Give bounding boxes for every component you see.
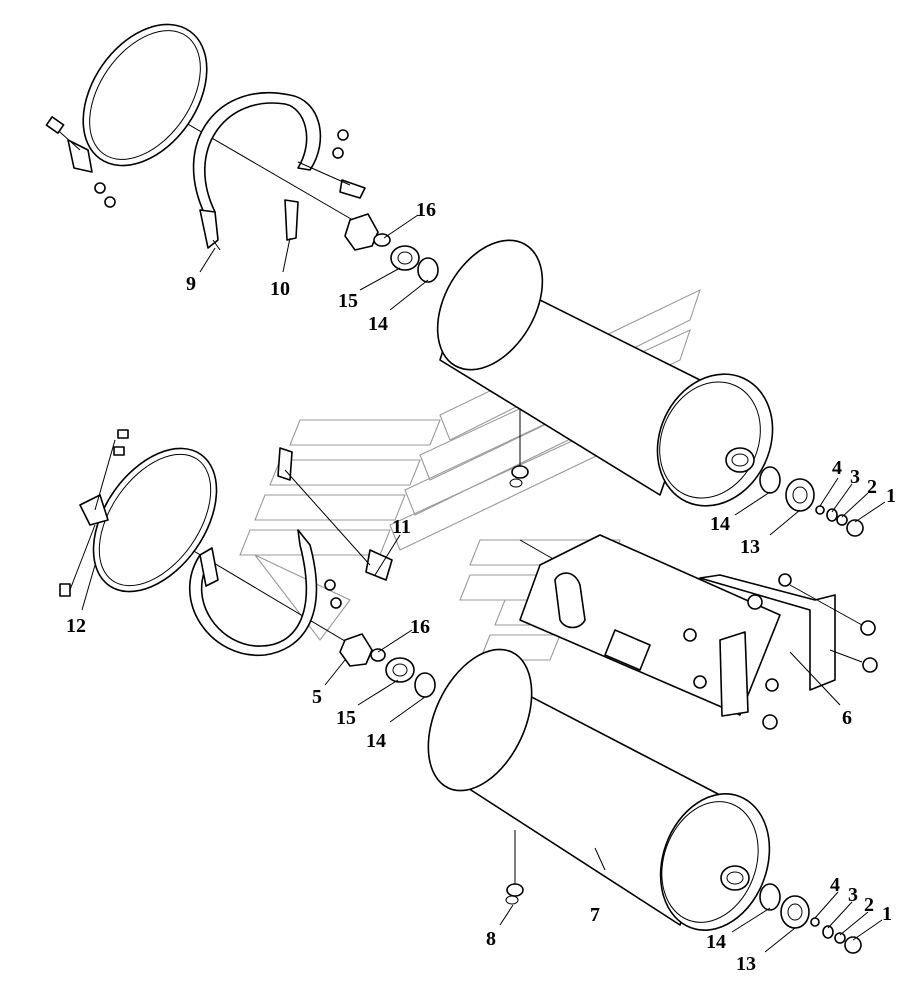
callout-1-top: 1 [886, 485, 896, 507]
callout-8: 8 [486, 928, 496, 950]
callout-2-top: 2 [867, 476, 877, 498]
clamp-band-lower-rear [189, 447, 393, 656]
callout-14-low: 14 [366, 730, 386, 752]
callout-3-top: 3 [850, 466, 860, 488]
callout-labels: 16 9 10 15 14 4 3 2 1 14 13 11 12 16 5 1… [66, 199, 896, 975]
callout-4-bot: 4 [830, 874, 840, 896]
callout-leaders [81, 214, 886, 953]
callout-4-top: 4 [832, 457, 842, 479]
callout-16-top: 16 [416, 199, 436, 221]
callout-9: 9 [186, 273, 196, 295]
drain-assembly-lower [759, 883, 862, 954]
callout-1-bot: 1 [882, 903, 892, 925]
callout-14-bot: 14 [706, 931, 726, 953]
callout-12: 12 [66, 615, 86, 637]
callout-10: 10 [270, 278, 290, 300]
callout-13-top: 13 [740, 536, 760, 558]
callout-13-bot: 13 [736, 953, 756, 975]
clamp-band-upper-front [45, 23, 208, 208]
callout-5: 5 [312, 686, 322, 708]
callout-14-mid: 14 [710, 513, 730, 535]
mounting-bracket [519, 534, 878, 730]
drain-assembly-upper [759, 466, 864, 537]
callout-15-top: 15 [338, 290, 358, 312]
callout-7: 7 [590, 904, 600, 926]
callout-3-bot: 3 [848, 884, 858, 906]
callout-6: 6 [842, 707, 852, 729]
callout-15-mid: 15 [336, 707, 356, 729]
fitting-lower [339, 633, 436, 698]
fitting-upper [344, 213, 439, 283]
air-tank-lower [427, 648, 771, 931]
air-tank-upper [436, 239, 774, 507]
callout-14-top: 14 [368, 313, 388, 335]
callout-11: 11 [392, 516, 411, 538]
callout-16-mid: 16 [410, 616, 430, 638]
clamp-band-lower-front [59, 429, 218, 597]
clamp-band-upper-rear [192, 91, 366, 251]
callout-2-bot: 2 [864, 894, 874, 916]
